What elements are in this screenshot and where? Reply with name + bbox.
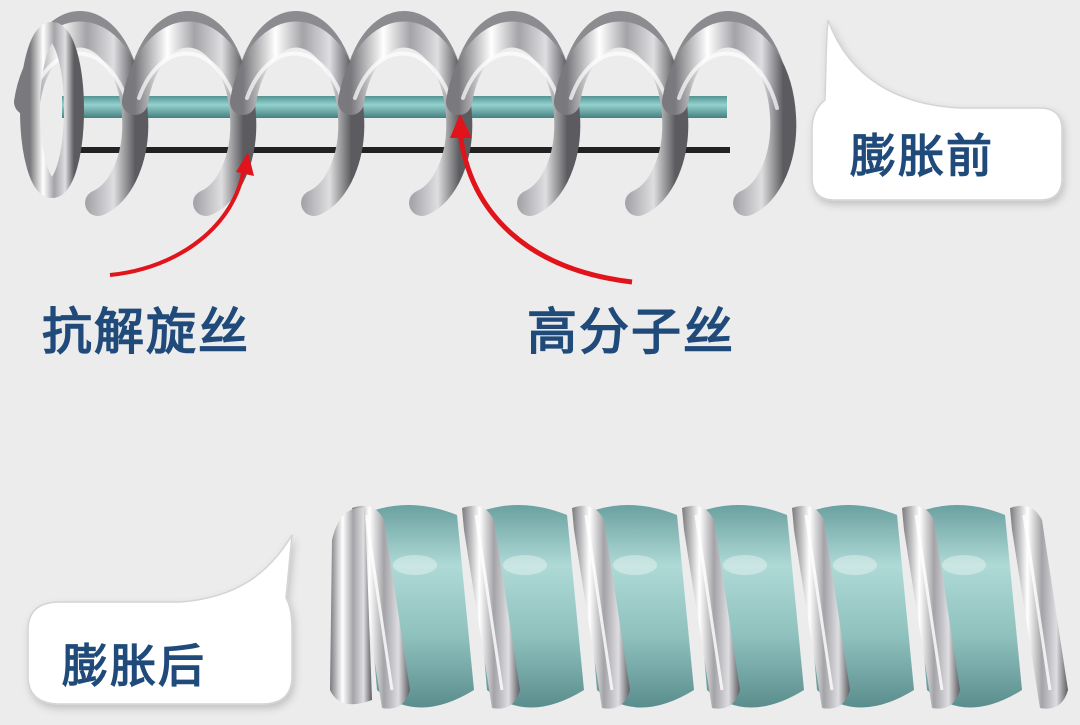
coil-highlight — [569, 51, 671, 110]
coil-front-arc — [338, 21, 473, 216]
label-anti-unwind-wire: 抗解旋丝 — [42, 303, 250, 361]
polymer-gloss — [613, 555, 657, 575]
coil-before — [14, 11, 797, 216]
coil-front-arc — [122, 21, 257, 216]
coil-after — [330, 505, 1068, 709]
polymer-gloss — [942, 555, 986, 575]
polymer-gloss — [503, 555, 547, 575]
polymer-gloss — [723, 555, 767, 575]
label-after-expansion: 膨胀后 — [62, 639, 206, 693]
coil-after-turns — [330, 505, 1068, 709]
coil-band-highlight — [474, 514, 504, 691]
coil-highlight — [461, 51, 563, 110]
coil-band-highlight — [804, 514, 834, 691]
coil-front-turns — [14, 21, 797, 216]
bubble-before — [811, 19, 1063, 201]
coil-highlight — [245, 51, 347, 110]
coil-end-ring — [20, 22, 84, 198]
coil-band-highlight — [694, 514, 724, 691]
coil-highlight — [137, 51, 239, 110]
label-before-expansion: 膨胀前 — [850, 129, 994, 183]
coil-band-highlight — [1022, 514, 1052, 691]
arrow-anti-unwind — [109, 152, 254, 277]
coil-front-arc — [662, 21, 797, 216]
anti-unwind-wire — [66, 147, 730, 153]
coil-front-arc — [446, 21, 581, 216]
coil-front-arc — [230, 21, 365, 216]
bubble-after — [27, 534, 293, 705]
coil-band-highlight — [584, 514, 614, 691]
arrow-polymer — [450, 114, 633, 285]
coil-front-arc — [554, 21, 689, 216]
coil-band-highlight — [364, 514, 394, 691]
coil-highlight — [353, 51, 455, 110]
polymer-fiber — [62, 96, 727, 118]
polymer-gloss — [393, 555, 437, 575]
coil-after-end — [330, 507, 372, 705]
coil-band-highlight — [914, 514, 944, 691]
label-polymer-wire: 高分子丝 — [527, 303, 735, 361]
coil-highlight — [677, 51, 779, 110]
polymer-gloss — [833, 555, 877, 575]
